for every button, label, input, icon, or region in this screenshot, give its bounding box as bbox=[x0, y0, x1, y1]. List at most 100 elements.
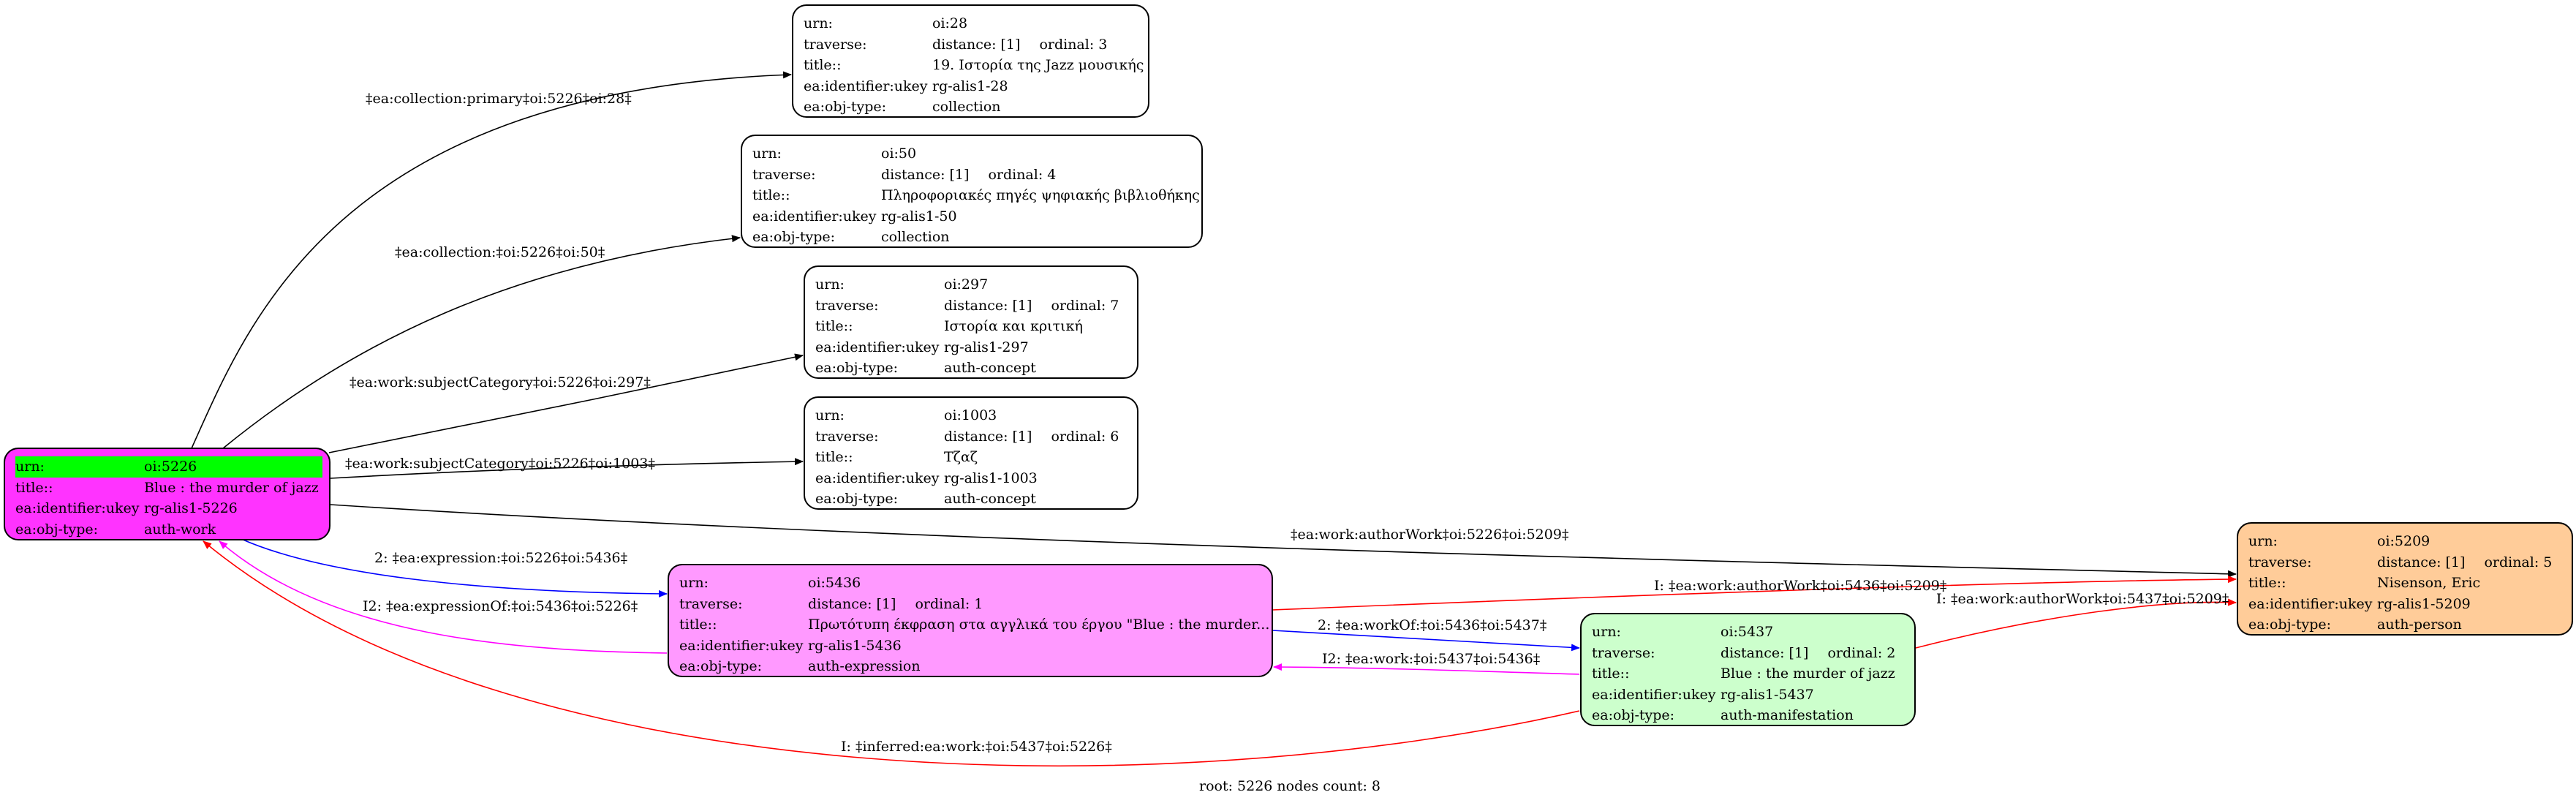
edge-label-5226-297: ‡ea:work:subjectCategory‡oi:5226‡oi:297‡ bbox=[350, 374, 651, 391]
node-oi-1003[interactable]: urn:oi:1003 traverse: distance: [1] ordina… bbox=[804, 396, 1138, 510]
node-oi-5437[interactable]: urn:oi:5437 traverse:distance: [1]ordina… bbox=[1580, 613, 1916, 726]
field-key: traverse: bbox=[679, 595, 743, 612]
field-value: rg-alis1-5209 bbox=[2377, 595, 2471, 612]
edge-label-5226-5209: ‡ea:work:authorWork‡oi:5226‡oi:5209‡ bbox=[1291, 527, 1569, 543]
node-oi-5209[interactable]: urn:oi:5209 traverse:distance: [1]ordina… bbox=[2237, 522, 2573, 636]
field-value: auth-manifestation bbox=[1721, 707, 1854, 723]
field-key: traverse: bbox=[815, 297, 879, 314]
edge-5226-5209 bbox=[330, 504, 2237, 578]
field-value: ordinal: 2 bbox=[1827, 644, 1896, 661]
field-key: urn: bbox=[1592, 624, 1621, 640]
node-row-traverse: traverse:distance: [1]ordinal: 4 bbox=[752, 165, 1201, 186]
field-key: title:: bbox=[815, 318, 853, 334]
node-row-title: title::Πρωτότυπη έκφραση στα αγγλικά του… bbox=[679, 614, 1272, 636]
node-oi-5226-root[interactable]: urn: oi:5226 title::Blue : the murder of … bbox=[4, 448, 331, 540]
field-key: urn: bbox=[815, 407, 845, 423]
edge-5436-5226 bbox=[219, 540, 668, 654]
field-key: title:: bbox=[1592, 666, 1630, 682]
field-value: Nisenson, Eric bbox=[2377, 575, 2481, 591]
edge-5226-297 bbox=[328, 353, 804, 453]
field-value: auth-person bbox=[2377, 617, 2462, 633]
graph-footer: root: 5226 nodes count: 8 bbox=[1199, 778, 1381, 794]
node-row-urn: urn:oi:1003 bbox=[815, 405, 1137, 426]
field-key: ea:identifier:ukey bbox=[815, 470, 940, 486]
field-key: urn: bbox=[752, 146, 782, 162]
field-key: title:: bbox=[815, 449, 853, 465]
edge-5437-5226 bbox=[203, 540, 1580, 766]
field-key: ea:identifier:ukey bbox=[15, 500, 140, 516]
node-oi-297[interactable]: urn:oi:297 traverse:distance: [1]ordinal… bbox=[804, 265, 1138, 379]
field-key: urn: bbox=[2248, 533, 2278, 549]
field-value: distance: [1] bbox=[2377, 554, 2466, 570]
field-value: Blue : the murder of jazz bbox=[144, 479, 319, 496]
node-row-urn: urn:oi:28 bbox=[804, 13, 1148, 34]
field-value: oi:50 bbox=[881, 146, 917, 162]
field-key: title:: bbox=[804, 57, 842, 73]
field-key: ea:obj-type: bbox=[2248, 617, 2332, 633]
field-value: ordinal: 7 bbox=[1051, 297, 1119, 314]
field-value: oi:5226 bbox=[144, 459, 197, 475]
edge-label-5436-5437: 2: ‡ea:workOf:‡oi:5436‡oi:5437‡ bbox=[1318, 617, 1547, 633]
field-value: rg-alis1-5226 bbox=[144, 500, 238, 516]
field-key: title:: bbox=[15, 479, 53, 496]
field-key: ea:obj-type: bbox=[15, 521, 99, 538]
field-value: Πρωτότυπη έκφραση στα αγγλικά του έργου … bbox=[808, 617, 1270, 633]
field-key: traverse: bbox=[2248, 554, 2312, 570]
field-value: distance: [1] bbox=[944, 428, 1032, 445]
node-row-type: ea:obj-type: auth-concept bbox=[815, 358, 1137, 379]
node-row-type: ea:obj-type: auth-person bbox=[2248, 614, 2572, 636]
field-key: ea:obj-type: bbox=[804, 99, 887, 115]
node-row-title: title::Πληροφοριακές πηγές ψηφιακής βιβλ… bbox=[752, 185, 1201, 206]
node-row-urn: urn:oi:5437 bbox=[1592, 622, 1914, 643]
edge-5437-5209 bbox=[1915, 598, 2237, 649]
edge-label-5437-5209: I: ‡ea:work:authorWork‡oi:5437‡oi:5209‡ bbox=[1936, 591, 2229, 607]
node-row-traverse: traverse:distance: [1]ordinal: 1 bbox=[679, 594, 1272, 615]
field-key: traverse: bbox=[1592, 644, 1655, 661]
field-value: rg-alis1-5437 bbox=[1721, 686, 1814, 703]
field-key: ea:obj-type: bbox=[1592, 707, 1675, 723]
node-row-title: title::Blue : the murder of jazz bbox=[15, 478, 329, 499]
field-key: ea:obj-type: bbox=[815, 360, 899, 376]
field-value: auth-concept bbox=[944, 360, 1036, 376]
edge-label-5226-5436: 2: ‡ea:expression:‡oi:5226‡oi:5436‡ bbox=[374, 550, 628, 566]
field-value: auth-concept bbox=[944, 491, 1036, 507]
field-key: urn: bbox=[15, 459, 45, 475]
field-key: traverse: bbox=[815, 428, 879, 445]
field-value: rg-alis1-297 bbox=[944, 339, 1029, 355]
field-value: distance: [1] bbox=[944, 297, 1032, 314]
field-value: auth-work bbox=[144, 521, 216, 538]
node-row-urn: urn: oi:50 bbox=[752, 143, 1201, 165]
node-row-urn: urn:oi:5436 bbox=[679, 573, 1272, 594]
field-value: distance: [1] bbox=[881, 166, 970, 183]
field-value: ordinal: 4 bbox=[988, 166, 1057, 183]
field-value: 19. Ιστορία της Jazz μουσικής bbox=[932, 57, 1144, 73]
edge-5436-5437 bbox=[1272, 630, 1580, 652]
node-row-urn: urn: oi:5209 bbox=[2248, 531, 2572, 552]
node-oi-28[interactable]: urn:oi:28 traverse:distance: [1]ordinal:… bbox=[792, 4, 1149, 118]
edge-label-5436-5209: I: ‡ea:work:authorWork‡oi:5436‡oi:5209‡ bbox=[1654, 578, 1947, 594]
field-value: oi:5209 bbox=[2377, 533, 2430, 549]
node-row-title: title::Nisenson, Eric bbox=[2248, 573, 2572, 594]
field-key: title:: bbox=[752, 187, 790, 203]
field-key: title:: bbox=[679, 617, 717, 633]
edge-5226-1003 bbox=[330, 458, 804, 479]
edge-5226-28 bbox=[191, 71, 792, 449]
field-value: ordinal: 6 bbox=[1051, 428, 1119, 445]
node-oi-5436[interactable]: urn:oi:5436 traverse:distance: [1]ordina… bbox=[668, 564, 1273, 677]
field-key: ea:obj-type: bbox=[752, 229, 836, 245]
node-row-urn: urn: oi:5226 bbox=[15, 456, 322, 478]
node-row-title: title::Τζαζ bbox=[815, 447, 1137, 468]
field-value: distance: [1] bbox=[808, 595, 896, 612]
node-row-traverse: traverse: distance: [1] ordinal: 6 bbox=[815, 426, 1137, 448]
edge-label-5437-5226: I: ‡inferred:ea:work:‡oi:5437‡oi:5226‡ bbox=[841, 739, 1112, 755]
field-value: collection bbox=[881, 229, 950, 245]
node-oi-50[interactable]: urn:oi:50 traverse:distance: [1]ordinal:… bbox=[741, 135, 1203, 248]
edge-label-5437-5436: I2: ‡ea:work:‡oi:5437‡oi:5436‡ bbox=[1322, 651, 1541, 667]
field-key: ea:identifier:ukey bbox=[752, 208, 877, 225]
edge-5226-50 bbox=[222, 235, 741, 449]
field-value: rg-alis1-5436 bbox=[808, 637, 902, 654]
edge-5226-5436 bbox=[241, 538, 668, 597]
